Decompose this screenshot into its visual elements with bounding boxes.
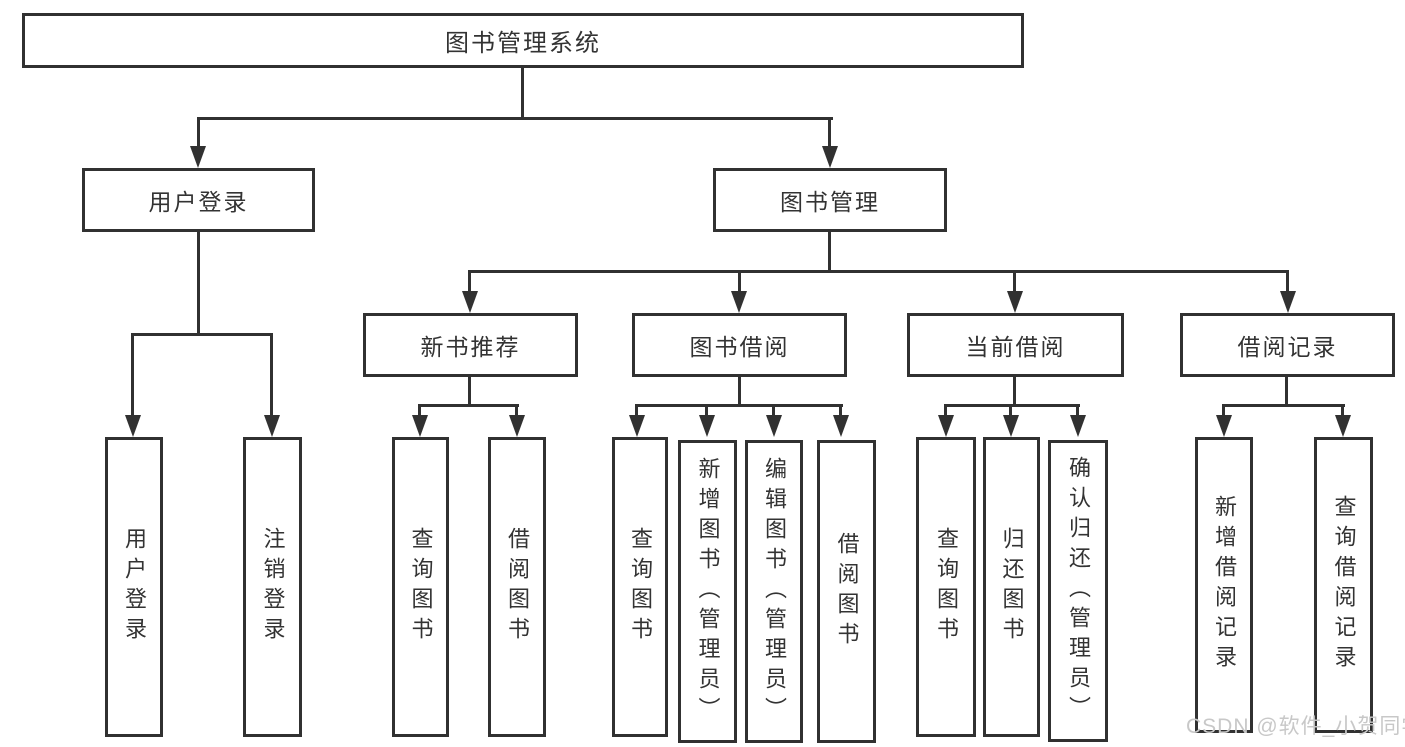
connector-line: [468, 270, 471, 292]
connector-line: [772, 404, 775, 417]
watermark-text: CSDN @软件_小贺同学: [1186, 715, 1405, 738]
connector-line: [1341, 404, 1344, 417]
connector-line: [1013, 377, 1016, 406]
node-book-borrow-label: 图书借阅: [689, 334, 790, 360]
leaf-borrow-book-recommend-label: 借阅图书: [505, 527, 530, 647]
node-current-borrow: 当前借阅: [907, 313, 1124, 377]
leaf-user-login: 用户登录: [105, 437, 163, 737]
arrow-down-icon: [731, 291, 747, 313]
leaf-confirm-return-admin: 确认归还（管理员）: [1048, 440, 1108, 742]
node-root-label: 图书管理系统: [445, 30, 601, 57]
connector-line: [1222, 404, 1225, 417]
leaf-user-login-label: 用户登录: [122, 527, 147, 647]
arrow-down-icon: [1216, 415, 1232, 437]
connector-line: [738, 377, 741, 406]
connector-line: [1009, 404, 1012, 417]
connector-line: [131, 333, 273, 336]
connector-line: [131, 333, 134, 417]
arrow-down-icon: [1070, 415, 1086, 437]
node-user-login: 用户登录: [82, 168, 315, 232]
leaf-query-borrow-record: 查询借阅记录: [1314, 437, 1373, 733]
leaf-add-borrow-record-label: 新增借阅记录: [1212, 495, 1237, 675]
arrow-down-icon: [1007, 291, 1023, 313]
connector-line: [738, 270, 741, 292]
arrow-down-icon: [833, 415, 849, 437]
connector-line: [197, 117, 833, 120]
leaf-borrow-book-label: 借阅图书: [834, 531, 860, 652]
leaf-add-book-admin-label: 新增图书（管理员）: [695, 456, 721, 727]
node-book-management: 图书管理: [713, 168, 947, 232]
leaf-query-book-borrow: 查询图书: [612, 437, 668, 737]
node-borrow-record-label: 借阅记录: [1237, 334, 1338, 360]
arrow-down-icon: [766, 415, 782, 437]
leaf-return-book: 归还图书: [983, 437, 1040, 737]
connector-line: [197, 117, 200, 148]
connector-line: [944, 404, 947, 417]
connector-line: [1285, 377, 1288, 406]
connector-line: [1013, 270, 1016, 292]
connector-line: [635, 404, 843, 407]
node-new-book-recommend-label: 新书推荐: [420, 334, 521, 360]
connector-line: [828, 232, 831, 273]
leaf-logout-login: 注销登录: [243, 437, 302, 737]
connector-line: [418, 404, 421, 417]
arrow-down-icon: [1280, 291, 1296, 313]
connector-line: [839, 404, 842, 417]
node-book-management-label: 图书管理: [780, 189, 880, 215]
connector-line: [521, 68, 524, 118]
connector-line: [828, 117, 831, 148]
leaf-edit-book-admin: 编辑图书（管理员）: [745, 440, 803, 743]
node-root: 图书管理系统: [22, 13, 1024, 68]
arrow-down-icon: [699, 415, 715, 437]
connector-line: [515, 404, 518, 417]
leaf-add-borrow-record: 新增借阅记录: [1195, 437, 1253, 733]
connector-line: [468, 377, 471, 406]
arrow-down-icon: [462, 291, 478, 313]
node-current-borrow-label: 当前借阅: [965, 334, 1066, 360]
arrow-down-icon: [629, 415, 645, 437]
leaf-add-book-admin: 新增图书（管理员）: [678, 440, 737, 743]
connector-line: [197, 232, 200, 336]
arrow-down-icon: [190, 146, 206, 168]
leaf-query-book-borrow-label: 查询图书: [628, 527, 653, 647]
leaf-query-book-current: 查询图书: [916, 437, 976, 737]
leaf-query-borrow-record-label: 查询借阅记录: [1331, 495, 1357, 675]
arrow-down-icon: [264, 415, 280, 437]
arrow-down-icon: [1335, 415, 1351, 437]
node-new-book-recommend: 新书推荐: [363, 313, 578, 377]
connector-line: [635, 404, 638, 417]
leaf-confirm-return-admin-label: 确认归还（管理员）: [1066, 456, 1091, 726]
arrow-down-icon: [938, 415, 954, 437]
connector-line: [270, 333, 273, 417]
node-book-borrow: 图书借阅: [632, 313, 847, 377]
connector-line: [1286, 270, 1289, 292]
connector-line: [705, 404, 708, 417]
connector-line: [468, 270, 1289, 273]
arrow-down-icon: [822, 146, 838, 168]
leaf-borrow-book-recommend: 借阅图书: [488, 437, 546, 737]
leaf-logout-login-label: 注销登录: [260, 527, 286, 647]
connector-line: [1076, 404, 1079, 417]
leaf-query-book-recommend-label: 查询图书: [408, 527, 434, 647]
leaf-edit-book-admin-label: 编辑图书（管理员）: [762, 456, 787, 727]
arrow-down-icon: [509, 415, 525, 437]
arrow-down-icon: [1003, 415, 1019, 437]
node-borrow-record: 借阅记录: [1180, 313, 1395, 377]
node-user-login-label: 用户登录: [148, 189, 249, 215]
arrow-down-icon: [125, 415, 141, 437]
leaf-return-book-label: 归还图书: [999, 527, 1025, 647]
connector-line: [944, 404, 1080, 407]
connector-line: [418, 404, 519, 407]
arrow-down-icon: [412, 415, 428, 437]
leaf-query-book-current-label: 查询图书: [934, 527, 959, 647]
leaf-query-book-recommend: 查询图书: [392, 437, 449, 737]
leaf-borrow-book: 借阅图书: [817, 440, 876, 743]
connector-line: [1222, 404, 1345, 407]
